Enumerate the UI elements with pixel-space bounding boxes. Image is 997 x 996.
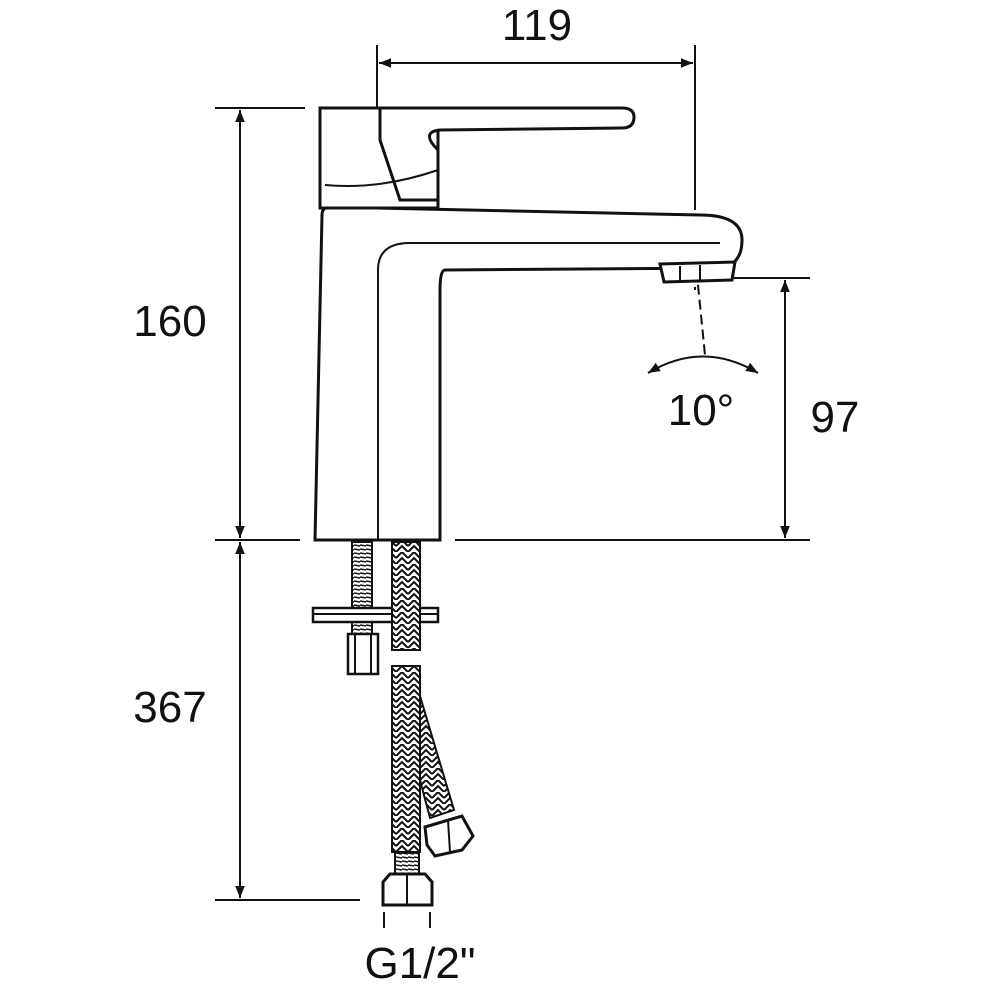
connection-thread-label: G1/2" [364, 939, 475, 988]
dimension-spout-height-label: 97 [811, 393, 860, 442]
dimension-height-label: 160 [133, 297, 206, 346]
flexible-hoses: G1/2" [364, 541, 476, 988]
dimension-hose-label: 367 [133, 683, 206, 732]
fixing-nut [346, 632, 380, 676]
dimension-hose: 367 [133, 542, 360, 901]
dimension-angle-label: 10° [668, 386, 735, 435]
aerator [658, 260, 737, 284]
dimension-angle: 10° [647, 224, 759, 435]
faucet-body [313, 106, 744, 542]
dimension-reach-label: 119 [502, 1, 572, 50]
lever-handle[interactable] [378, 106, 636, 202]
dimension-height: 160 [133, 107, 305, 541]
dimension-reach: 119 [376, 1, 696, 290]
dimension-spout-height: 97 [455, 277, 860, 541]
